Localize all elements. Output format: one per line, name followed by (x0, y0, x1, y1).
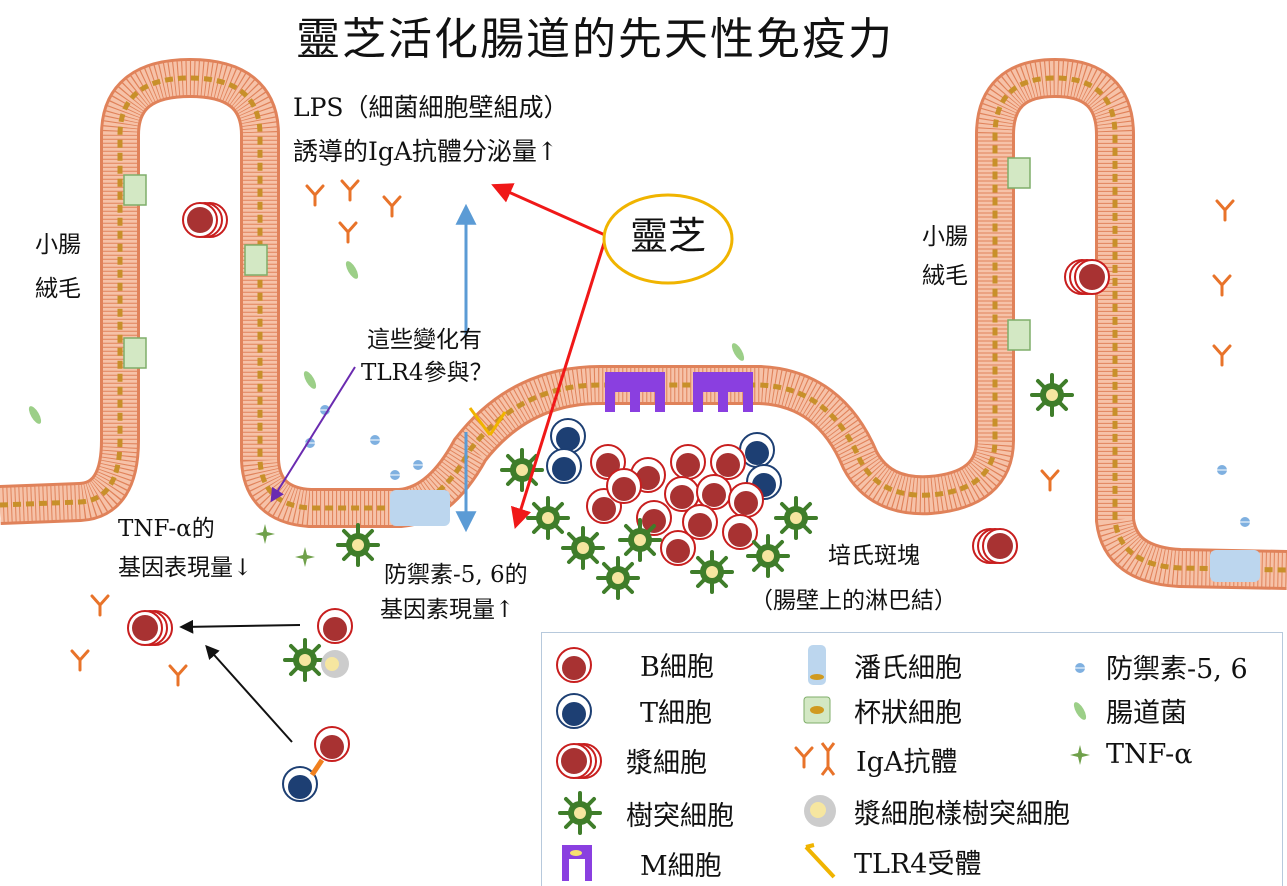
m-cells (605, 372, 753, 412)
legend-label: T細胞 (640, 698, 713, 729)
legend-label: 腸道菌 (1106, 698, 1187, 729)
legend-item: 潘氏細胞 (800, 643, 962, 687)
paneth-cell-icon (808, 645, 826, 685)
legend-item: TLR4受體 (800, 841, 981, 881)
peyers-patch-label-2: （腸壁上的淋巴結） (750, 588, 957, 614)
legend-label: 防禦素-5, 6 (1106, 654, 1248, 685)
legend-item: T細胞 (556, 691, 712, 730)
arrows (270, 183, 607, 533)
lingzhi-ring (602, 193, 734, 285)
tnf-label-1: TNF-α的 (118, 516, 215, 542)
legend-item: TNF-α (1068, 739, 1193, 770)
legend-item: M細胞 (556, 841, 722, 885)
legend-item: 杯狀細胞 (800, 691, 962, 730)
legend-label: 杯狀細胞 (854, 698, 962, 729)
legend-item: 防禦素-5, 6 (1068, 647, 1248, 686)
legend-label: TLR4受體 (854, 848, 982, 880)
defensin-icon (1074, 662, 1086, 673)
b-cell-icon (556, 646, 592, 683)
cell-interaction (127, 608, 353, 802)
defensin-label-1: 防禦素-5, 6的 (384, 562, 528, 588)
peyers-patch-label-1: 培氏斑塊 (828, 543, 920, 569)
tlr4-question-2: TLR4參與？ (361, 360, 493, 386)
villus-left-label-2: 絨毛 (35, 276, 81, 302)
iga-antibody-icon (794, 742, 836, 776)
defensin-label-2: 基因素現量↑ (380, 597, 515, 623)
tlr4-question-1: 這些變化有 (367, 327, 482, 353)
legend-item: 漿細胞 (556, 741, 707, 780)
legend: B細胞 T細胞 漿細胞 樹突細胞 M細胞 潘氏細胞 杯狀細胞 IgA抗體 漿細胞… (541, 632, 1283, 886)
legend-item: B細胞 (556, 645, 714, 684)
plasma-cell-icon (556, 742, 602, 779)
legend-label: 樹突細胞 (626, 800, 734, 832)
tlr4-receptor-icon (804, 843, 836, 879)
villus-left-label-1: 小腸 (35, 232, 81, 258)
legend-label: B細胞 (640, 652, 714, 683)
villus-right-label-1: 小腸 (922, 224, 968, 250)
legend-item: 樹突細胞 (556, 791, 734, 835)
legend-item: 腸道菌 (1068, 691, 1187, 730)
tnf-label-2: 基因表現量↓ (118, 555, 253, 581)
lps-label-2: 誘導的IgA抗體分泌量↑ (293, 137, 558, 166)
villus-right-label-2: 絨毛 (922, 263, 968, 289)
diagram-title: 靈芝活化腸道的先天性免疫力 (296, 14, 894, 65)
m-cell-icon (562, 845, 592, 881)
lps-label-1: LPS（細菌細胞壁組成） (293, 93, 569, 122)
gut-bacteria-icon (1071, 699, 1089, 722)
legend-label: 潘氏細胞 (854, 652, 962, 684)
plasmacytoid-dendritic-cell-icon (804, 795, 836, 827)
legend-item: IgA抗體 (792, 739, 957, 779)
legend-item: 漿細胞樣樹突細胞 (800, 791, 1070, 831)
legend-label: IgA抗體 (856, 746, 958, 778)
goblet-cells (123, 157, 1031, 369)
t-cell-icon (556, 692, 592, 729)
legend-label: M細胞 (640, 850, 722, 882)
tnf-alpha-icon (1070, 744, 1090, 765)
legend-label: 漿細胞樣樹突細胞 (854, 798, 1070, 830)
lumen-molecules (26, 179, 1251, 687)
dendritic-cell-icon (558, 791, 602, 835)
intestinal-epithelium (0, 57, 1287, 590)
lingzhi-label: 靈芝 (630, 214, 707, 258)
paneth-cells (390, 490, 1260, 582)
legend-label: TNF-α (1106, 739, 1193, 770)
legend-label: 漿細胞 (626, 748, 707, 779)
goblet-cell-icon (803, 696, 831, 723)
